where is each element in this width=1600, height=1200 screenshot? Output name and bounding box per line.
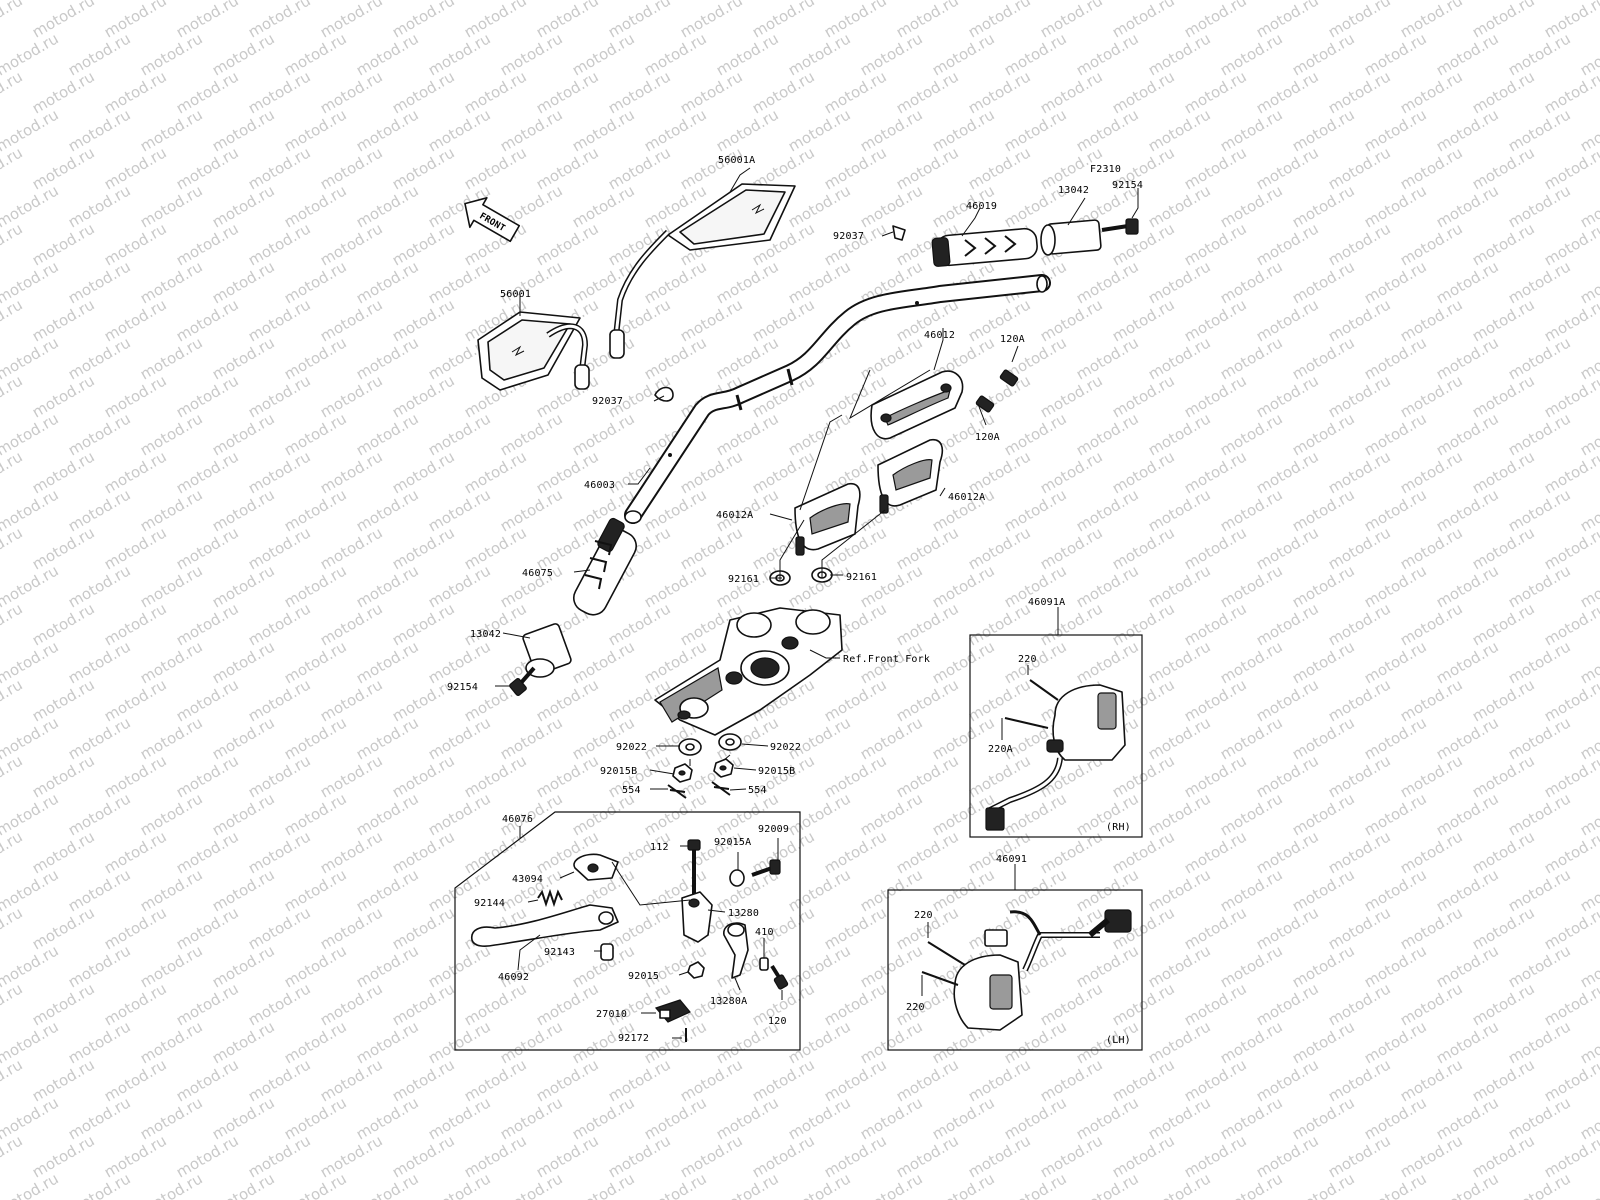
label-46091: 46091 xyxy=(996,854,1027,865)
label-13042-left: 13042 xyxy=(470,629,501,640)
label-554-left: 554 xyxy=(622,785,641,796)
label-lh-side: (LH) xyxy=(1106,1035,1131,1046)
label-92144: 92144 xyxy=(474,898,505,909)
label-56001: 56001 xyxy=(500,289,531,300)
label-554-right: 554 xyxy=(748,785,767,796)
screw-right[interactable] xyxy=(1101,218,1139,235)
washer-92022-right[interactable] xyxy=(718,733,742,751)
watermark-text: motod.ru xyxy=(1577,0,1600,3)
label-92015a: 92015A xyxy=(714,837,751,848)
label-120a-lower: 120A xyxy=(975,432,1000,443)
label-92154-left: 92154 xyxy=(447,682,478,693)
grip-right[interactable] xyxy=(931,227,1038,267)
label-220-lh-lower: 220 xyxy=(906,1002,925,1013)
label-ref-front-fork: Ref.Front Fork xyxy=(843,654,930,665)
label-46076: 46076 xyxy=(502,814,533,825)
nut-92015b-right[interactable] xyxy=(713,758,734,778)
leader-lines-main xyxy=(495,167,1139,791)
label-f2310: F2310 xyxy=(1090,164,1121,175)
lh-switch-box xyxy=(887,864,1143,1051)
label-46012a-right: 46012A xyxy=(948,492,985,503)
bar-end-weight-left[interactable] xyxy=(522,623,572,678)
label-92037-left: 92037 xyxy=(592,396,623,407)
label-46075: 46075 xyxy=(522,568,553,579)
label-120a-upper: 120A xyxy=(1000,334,1025,345)
front-arrow-badge: FRONT xyxy=(464,197,521,243)
label-92015b-left: 92015B xyxy=(600,766,637,777)
label-46003: 46003 xyxy=(584,480,615,491)
handlebar-holder-lower-left[interactable] xyxy=(794,482,861,556)
bar-end-weight-right[interactable] xyxy=(1040,219,1102,256)
label-92015: 92015 xyxy=(628,971,659,982)
lh-switch-assembly[interactable] xyxy=(921,909,1132,1031)
label-46019: 46019 xyxy=(966,201,997,212)
cable-clip-right[interactable] xyxy=(892,225,906,241)
label-27010: 27010 xyxy=(596,1009,627,1020)
nut-92015b-left[interactable] xyxy=(672,763,693,783)
label-56001a: 56001A xyxy=(718,155,755,166)
rh-switch-assembly[interactable] xyxy=(985,679,1126,831)
label-46092: 46092 xyxy=(498,972,529,983)
label-92015b-right: 92015B xyxy=(758,766,795,777)
label-92143: 92143 xyxy=(544,947,575,958)
label-43094: 43094 xyxy=(512,874,543,885)
bolt-120a-upper[interactable] xyxy=(999,369,1019,387)
mirror-right[interactable] xyxy=(609,183,796,359)
label-13042-right: 13042 xyxy=(1058,185,1089,196)
label-13280a: 13280A xyxy=(710,996,747,1007)
label-92161-left: 92161 xyxy=(728,574,759,585)
label-92154-right: 92154 xyxy=(1112,180,1143,191)
label-92172: 92172 xyxy=(618,1033,649,1044)
label-120: 120 xyxy=(768,1016,787,1027)
label-rh-side: (RH) xyxy=(1106,822,1131,833)
washer-92022-left[interactable] xyxy=(678,738,702,756)
lever-assembly-parts[interactable] xyxy=(471,839,789,1042)
screw-left[interactable] xyxy=(509,666,536,697)
label-92022-left: 92022 xyxy=(616,742,647,753)
cotter-pin-left[interactable] xyxy=(667,784,687,799)
label-46091a: 46091A xyxy=(1028,597,1065,608)
label-112: 112 xyxy=(650,842,669,853)
label-13280: 13280 xyxy=(728,908,759,919)
label-92022-right: 92022 xyxy=(770,742,801,753)
label-220-lh-upper: 220 xyxy=(914,910,933,921)
mirror-left[interactable] xyxy=(477,311,590,391)
cotter-pin-right[interactable] xyxy=(711,781,731,796)
rh-box-leaders xyxy=(1001,665,1029,740)
grip-left[interactable] xyxy=(569,517,641,620)
label-46012a-left: 46012A xyxy=(716,510,753,521)
steering-stem-clamp[interactable] xyxy=(654,607,843,736)
label-92161-right: 92161 xyxy=(846,572,877,583)
lh-box-leaders xyxy=(921,922,929,996)
handlebar-holder-upper[interactable] xyxy=(870,370,964,440)
handlebar-holder-lower-right[interactable] xyxy=(877,438,944,514)
label-46012: 46012 xyxy=(924,330,955,341)
label-92037-right: 92037 xyxy=(833,231,864,242)
label-220-rh: 220 xyxy=(1018,654,1037,665)
label-410: 410 xyxy=(755,927,774,938)
label-92009: 92009 xyxy=(758,824,789,835)
label-220a-rh: 220A xyxy=(988,744,1013,755)
